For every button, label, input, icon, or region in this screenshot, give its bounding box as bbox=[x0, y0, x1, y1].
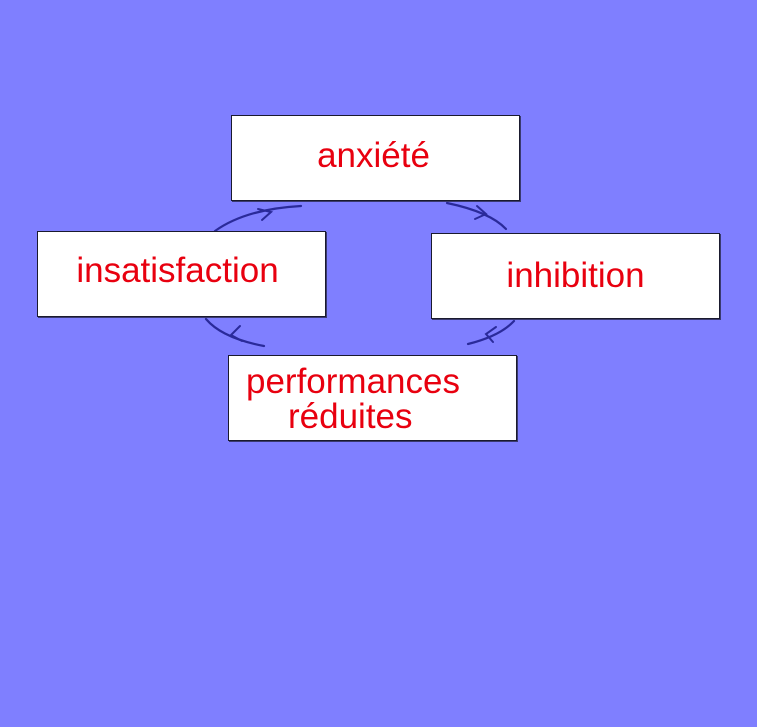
node-reduced-performance: performances réduites bbox=[228, 355, 517, 441]
arrow-inhibition-to-performance bbox=[466, 319, 516, 346]
arrow-performance-to-dissatisfaction bbox=[204, 317, 266, 348]
arrowhead-dissatisfaction-to-anxiety bbox=[257, 208, 274, 221]
node-anxiety: anxiété bbox=[231, 115, 520, 201]
arrow-dissatisfaction-to-anxiety bbox=[213, 204, 303, 233]
node-anxiety-label: anxiété bbox=[317, 136, 430, 175]
arrowhead-inhibition-to-performance bbox=[484, 326, 497, 343]
arrow-anxiety-to-inhibition bbox=[445, 201, 508, 231]
node-performance-label-line1: performances bbox=[246, 362, 460, 401]
node-inhibition: inhibition bbox=[431, 233, 720, 319]
node-dissatisfaction: insatisfaction bbox=[37, 231, 326, 317]
node-performance-label-line2: réduites bbox=[288, 397, 413, 436]
arrowhead-performance-to-dissatisfaction bbox=[229, 325, 243, 342]
arrowhead-anxiety-to-inhibition bbox=[474, 205, 488, 220]
node-inhibition-label: inhibition bbox=[506, 256, 645, 295]
node-dissatisfaction-label: insatisfaction bbox=[76, 251, 279, 290]
